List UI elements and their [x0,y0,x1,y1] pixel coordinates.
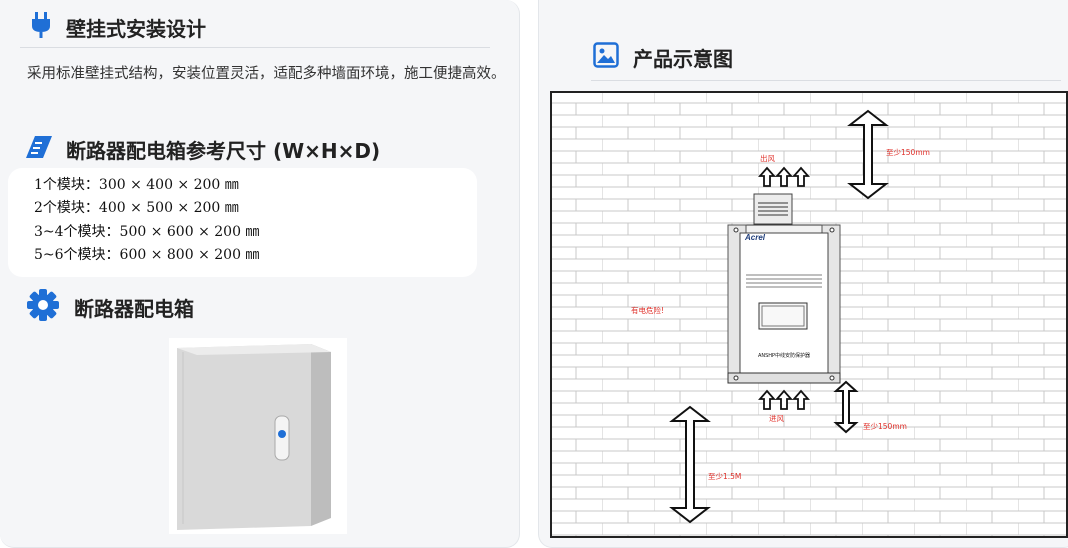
wall-mount-description: 采用标准壁挂式结构，安装位置灵活，适配多种墙面环境，施工便捷高效。 [27,66,506,82]
plug-icon [30,12,52,43]
diagram-heading: 产品示意图 [593,42,733,73]
cabinet-title: 断路器配电箱 [74,297,194,321]
installation-diagram: Acrel ANSHP中线安防保护器 出风 进风 至少150mm 至少150mm [550,91,1068,538]
dimension-row: 1个模块：300 × 400 × 200 ㎜ [34,177,239,193]
dimensions-title: 断路器配电箱参考尺寸 (W×H×D) [66,139,381,163]
brand-label: Acrel [744,233,766,242]
divider [20,47,490,48]
ruler-icon [26,136,52,163]
cabinet-photo [169,338,347,534]
top-clearance-label: 至少150mm [886,148,930,157]
gear-icon [26,288,60,327]
dimension-row: 2个模块：400 × 500 × 200 ㎜ [34,200,239,217]
left-panel: 壁挂式安装设计 采用标准壁挂式结构，安装位置灵活，适配多种墙面环境，施工便捷高效… [0,0,520,548]
floor-height-label: 至少1.5M [708,472,741,481]
dimension-row: 3~4个模块：500 × 600 × 200 ㎜ [34,223,260,240]
divider [591,80,1061,81]
wall-mount-title: 壁挂式安装设计 [66,17,206,41]
dimensions-heading: 断路器配电箱参考尺寸 (W×H×D) [26,135,380,164]
outlet-label: 出风 [760,153,775,163]
danger-label: 有电危险! [631,305,664,315]
bottom-clearance-label: 至少150mm [863,422,907,431]
dimensions-list: 1个模块：300 × 400 × 200 ㎜ 2个模块：400 × 500 × … [8,168,477,277]
device-name-label: ANSHP中线安防保护器 [758,352,810,359]
inlet-label: 进风 [769,414,784,423]
image-icon [593,42,619,73]
cabinet-heading: 断路器配电箱 [26,288,194,327]
wall-mount-heading: 壁挂式安装设计 [30,12,206,43]
diagram-title: 产品示意图 [633,47,733,71]
dimension-row: 5~6个模块：600 × 800 × 200 ㎜ [34,246,260,263]
